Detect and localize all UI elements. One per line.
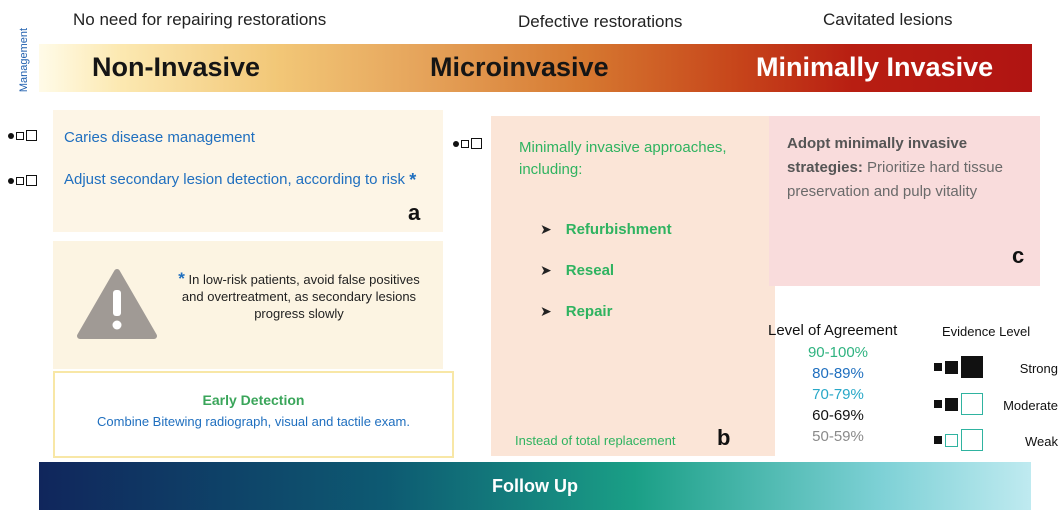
heading-no-repair: No need for repairing restorations: [73, 10, 327, 29]
early-detection-title: Early Detection: [202, 392, 305, 408]
agreement-level-50: 50-59%: [812, 428, 864, 445]
panel-b-item-reseal: ➤ Reseal: [540, 262, 614, 279]
panel-b-item-label: Refurbishment: [565, 221, 672, 238]
arrow-bullet-icon: ➤: [540, 262, 552, 278]
panel-c-body: Prioritize hard tissue preservation and …: [787, 159, 1003, 200]
evidence-moderate-icon: [934, 393, 983, 415]
evidence-weak-icon: [934, 429, 983, 451]
early-detection-panel: [53, 371, 454, 458]
panel-b-item-refurbishment: ➤ Refurbishment: [540, 221, 672, 238]
asterisk-icon: *: [178, 269, 185, 288]
evidence-marker-icon: [8, 130, 37, 141]
panel-b-letter: b: [717, 425, 731, 450]
arrow-bullet-icon: ➤: [540, 303, 552, 319]
evidence-strong-icon: [934, 356, 983, 378]
panel-b-footer: Instead of total replacement: [515, 433, 676, 448]
warning-message: In low-risk patients, avoid false positi…: [181, 272, 420, 321]
heading-cavitated: Cavitated lesions: [823, 10, 953, 29]
legend-agreement-title: Level of Agreement: [768, 322, 898, 339]
panel-a: [53, 110, 443, 232]
band-microinvasive: Microinvasive: [430, 52, 609, 82]
warning-text: * In low-risk patients, avoid false posi…: [168, 270, 430, 322]
agreement-level-70: 70-79%: [812, 386, 864, 403]
panel-c-text: Adopt minimally invasive strategies: Pri…: [787, 132, 1017, 204]
follow-up-label: Follow Up: [492, 475, 578, 496]
heading-defective: Defective restorations: [518, 12, 683, 31]
agreement-level-80: 80-89%: [812, 365, 864, 382]
panel-b-item-repair: ➤ Repair: [540, 303, 612, 320]
panel-c: [769, 116, 1040, 286]
management-band: [39, 44, 1032, 92]
band-minimally-invasive: Minimally Invasive: [756, 52, 994, 82]
asterisk-icon: *: [409, 170, 417, 190]
band-non-invasive: Non-Invasive: [92, 52, 261, 82]
evidence-marker-icon: [453, 138, 482, 149]
evidence-marker-icon: [8, 175, 37, 186]
management-label: Management: [14, 12, 34, 108]
panel-b: [491, 116, 775, 456]
panel-a-letter: a: [408, 200, 421, 225]
follow-up-band: Follow Up: [39, 462, 1031, 510]
evidence-strong-label: Strong: [1019, 361, 1058, 376]
panel-b-intro: Minimally invasive approaches, including…: [519, 139, 727, 178]
agreement-level-60: 60-69%: [812, 407, 864, 424]
early-detection-body: Combine Bitewing radiograph, visual and …: [97, 414, 410, 429]
warning-triangle-icon: [77, 269, 157, 339]
panel-a-item2-text: Adjust secondary lesion detection, accor…: [64, 171, 406, 188]
panel-b-item-label: Repair: [565, 303, 613, 320]
panel-a-item-secondary-detection: Adjust secondary lesion detection, accor…: [64, 169, 434, 191]
panel-c-letter: c: [1012, 243, 1025, 268]
evidence-weak-label: Weak: [1025, 434, 1058, 449]
legend-evidence-title: Evidence Level: [942, 324, 1031, 339]
management-label-text: Management: [18, 27, 30, 93]
agreement-level-90: 90-100%: [807, 344, 869, 361]
evidence-moderate-label: Moderate: [1003, 398, 1058, 413]
arrow-bullet-icon: ➤: [540, 221, 552, 237]
panel-a-item-disease-management: Caries disease management: [64, 129, 255, 146]
panel-c-bold: Adopt minimally invasive strategies:: [787, 135, 968, 176]
panel-b-item-label: Reseal: [565, 262, 615, 279]
